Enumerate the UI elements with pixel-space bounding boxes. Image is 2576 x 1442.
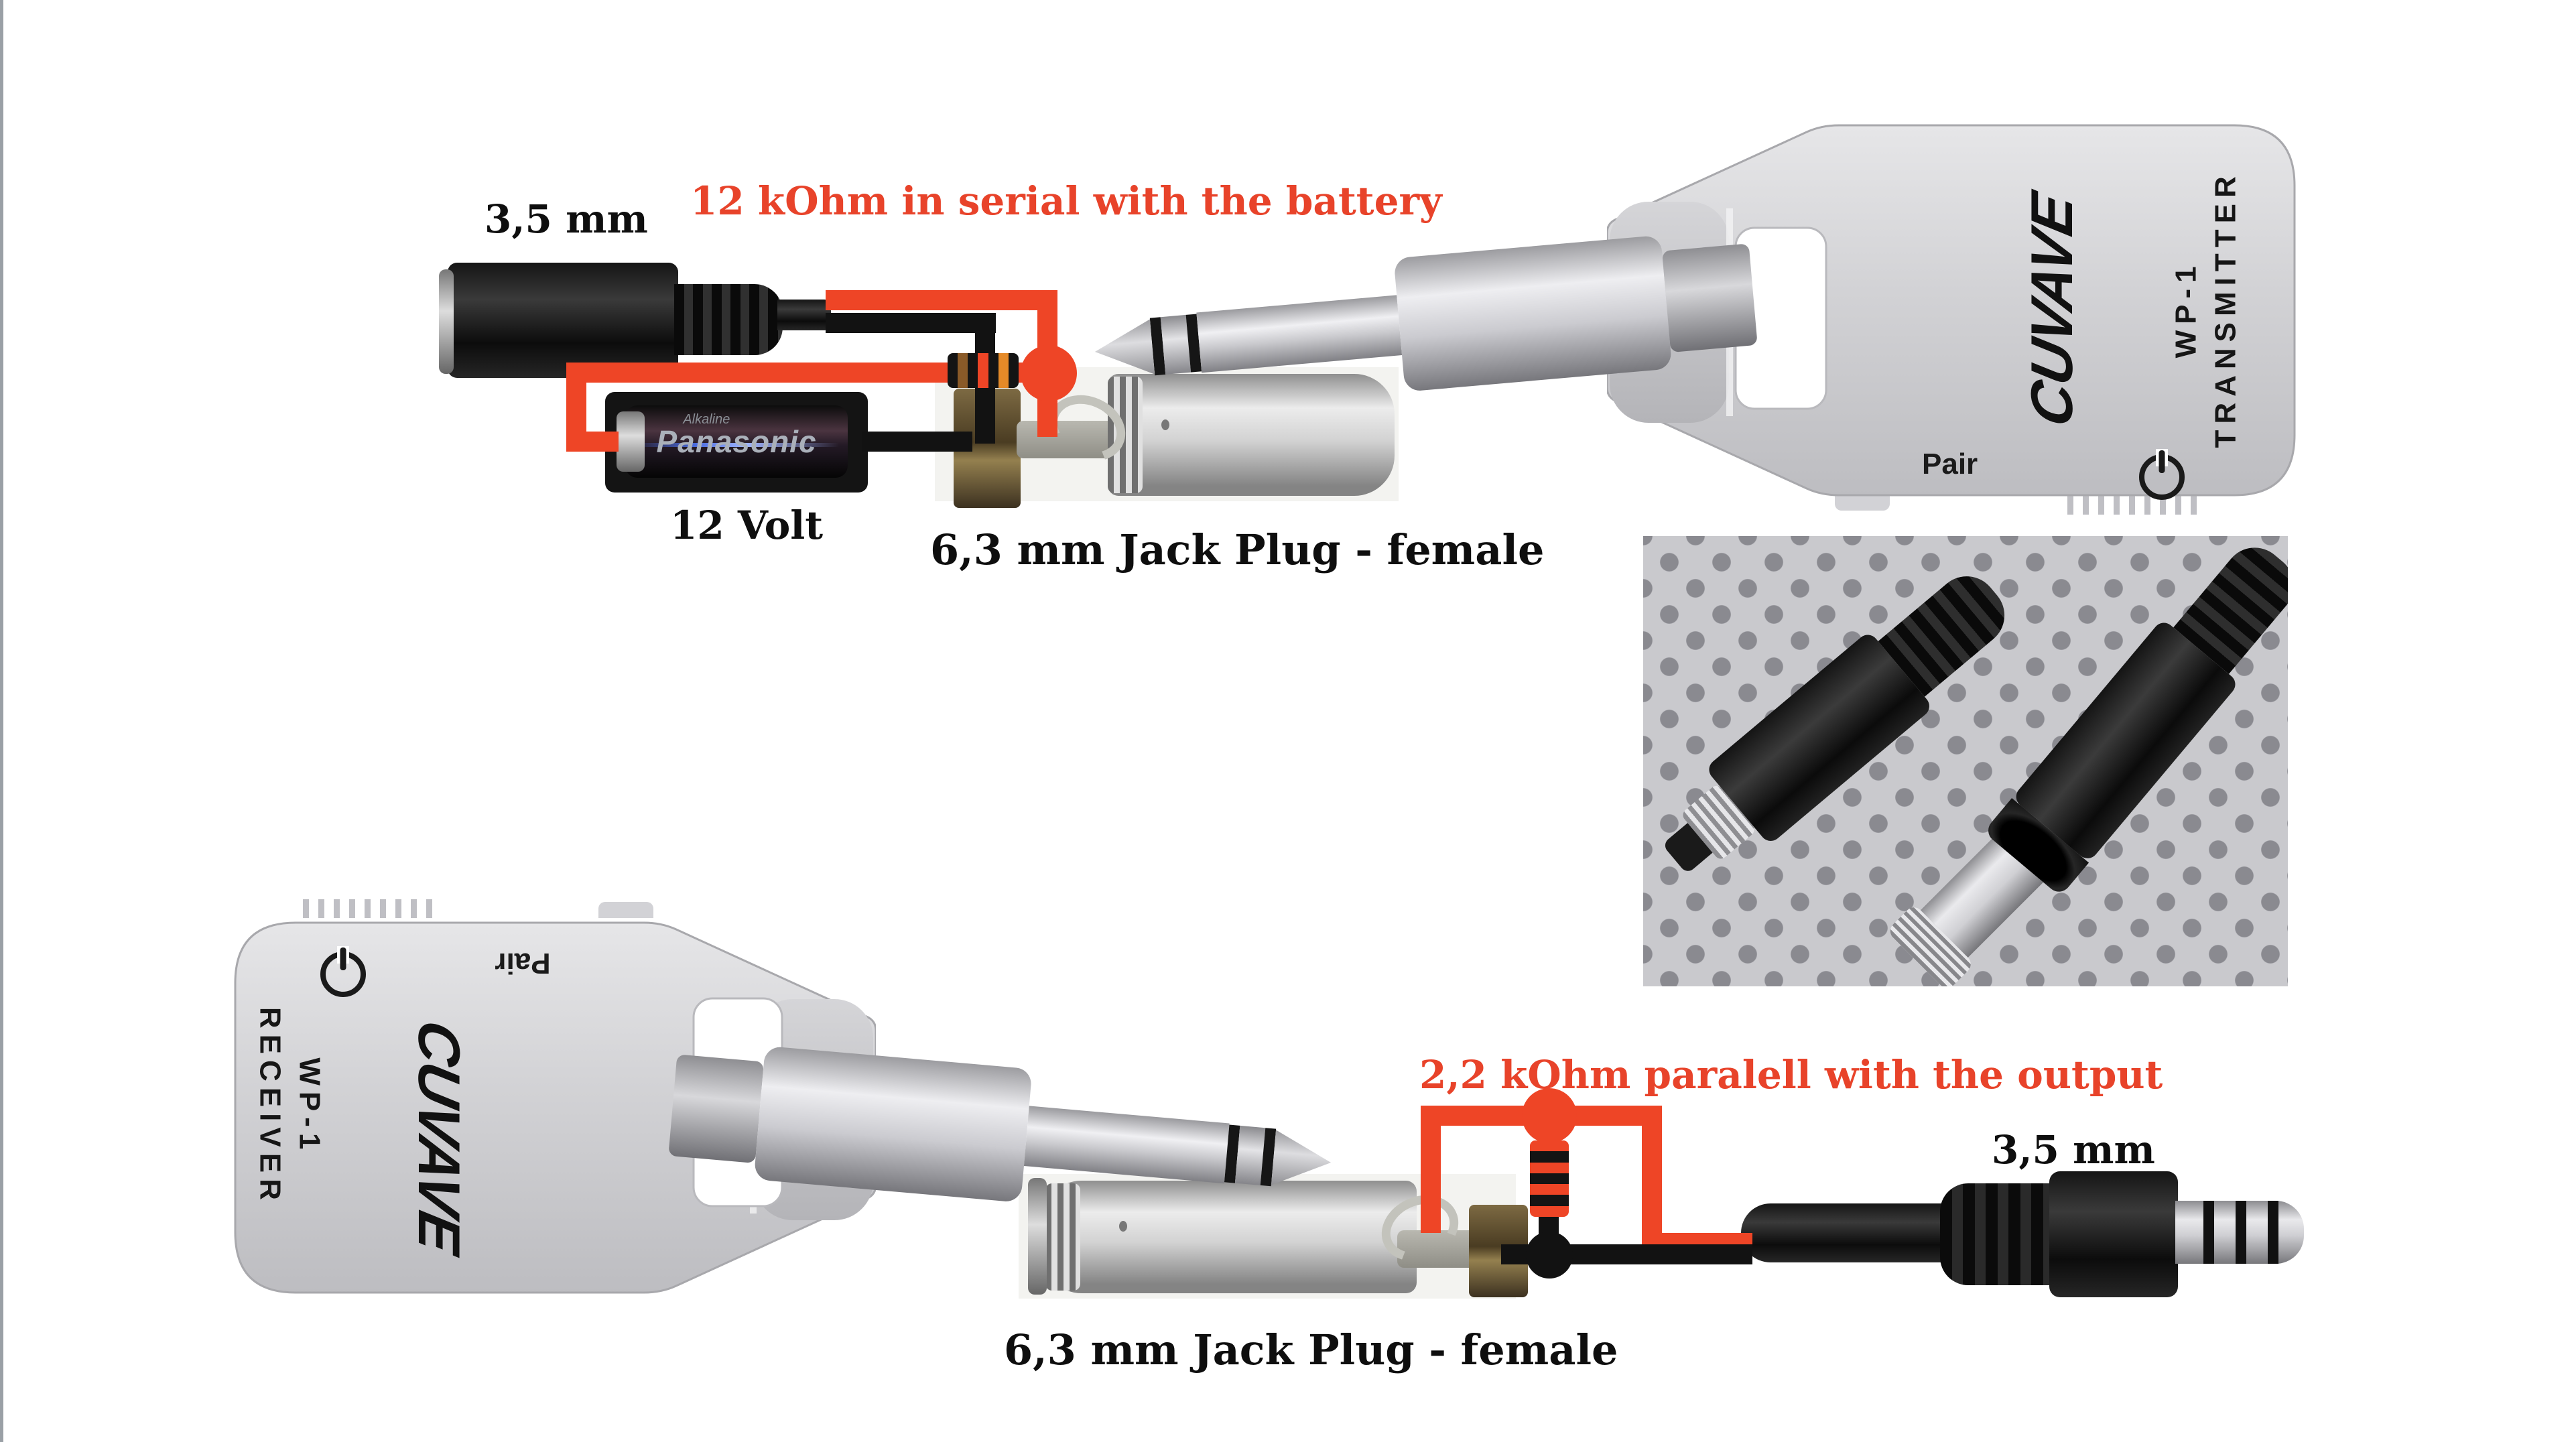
- wire-red-down: [1642, 1106, 1662, 1252]
- receiver-contact-serrations: [303, 899, 440, 918]
- plug-barrel-receiver: [753, 1045, 1033, 1203]
- jack63-vent-hole-top: [1161, 419, 1169, 430]
- junction-dot-top: [1021, 345, 1077, 401]
- annotation-serial-resistor: 12 kOhm in serial with the battery: [690, 178, 1442, 224]
- wire-black-battery-to-lug: [862, 432, 972, 452]
- resistor-12k-band-brown: [958, 353, 968, 388]
- wire-red-junction-to-tip: [1037, 395, 1057, 437]
- receiver-side-button: [598, 902, 653, 918]
- resistor-12k: [948, 353, 1019, 388]
- wire-red-battery-stub: [566, 432, 619, 452]
- resistor-12k-body: [948, 353, 958, 388]
- transmitter-brand-logo: CUVAVE: [2018, 188, 2085, 432]
- jack63-threads-bottom: [1045, 1183, 1080, 1291]
- resistor-2k2-body: [1530, 1162, 1569, 1173]
- jack63-solder-pin-top: [1017, 421, 1118, 458]
- receiver-brand-logo: CUVAVE: [406, 1014, 472, 1258]
- plug-barrel-transmitter: [1393, 235, 1673, 392]
- inset-empty-housing: [1983, 536, 2288, 897]
- annotation-parallel-resistor: 2,2 kOhm paralell with the output: [1419, 1052, 2163, 1098]
- photo-panel-jack63-bottom: [1019, 1174, 1528, 1299]
- plug-shaft-receiver: [1023, 1106, 1230, 1184]
- plug35-ring: [2203, 1201, 2214, 1264]
- plug35-strain-relief: [1940, 1183, 2054, 1285]
- jack35-female-strain-relief: [674, 284, 783, 355]
- wire-black-jack-horizontal: [826, 313, 996, 333]
- transmitter-role: TRANSMITTER: [2209, 170, 2242, 448]
- photo-panel-jack63-top: [935, 367, 1399, 508]
- transmitter-contact-serrations: [2067, 496, 2201, 515]
- receiver-model: WP-1: [293, 1057, 326, 1156]
- battery-type: Alkaline: [683, 412, 730, 427]
- label-35mm-top: 3,5 mm: [485, 196, 648, 242]
- transmitter-model: WP-1: [2169, 260, 2203, 358]
- resistor-2k2: [1530, 1140, 1569, 1217]
- battery-positive-cap: [617, 411, 645, 472]
- label-63mm-jack-top: 6,3 mm Jack Plug - female: [930, 525, 1545, 574]
- resistor-2k2-band: [1530, 1151, 1569, 1163]
- battery-12v: Alkaline Panasonic: [625, 405, 848, 478]
- junction-dot-bottom: [1522, 1088, 1577, 1143]
- jack63-barrel-bottom: [1041, 1181, 1417, 1293]
- jack35-female-body: [448, 263, 678, 378]
- plug-swivel-neck-transmitter: [1661, 243, 1758, 353]
- plug-shaft-transmitter: [1196, 295, 1403, 373]
- transmitter-side-button: [1835, 495, 1890, 511]
- label-35mm-bottom: 3,5 mm: [1992, 1127, 2155, 1173]
- plug35-ring: [2236, 1201, 2246, 1264]
- plug35-ring: [2268, 1201, 2278, 1264]
- resistor-12k-band-red: [978, 353, 988, 388]
- wire-red-jack-horizontal: [826, 290, 1057, 310]
- plug-swivel-neck-receiver: [668, 1054, 765, 1164]
- receiver-model-label: WP-1 RECEIVER: [250, 966, 330, 1247]
- battery-brand: Panasonic: [656, 424, 817, 459]
- wire-red-battery-top: [566, 363, 955, 383]
- jack35-female-cable: [777, 300, 831, 330]
- receiver-pair-label: Pair: [495, 947, 551, 980]
- wire-red-tip-vertical: [1421, 1118, 1441, 1233]
- transmitter-pair-label: Pair: [1922, 448, 1978, 480]
- jack63-vent-hole-bottom: [1119, 1221, 1127, 1232]
- jack63-barrel-top: [1108, 374, 1395, 496]
- label-63mm-jack-bottom: 6,3 mm Jack Plug - female: [1004, 1325, 1618, 1374]
- power-icon: [320, 952, 366, 997]
- inset-housing-body: [2012, 618, 2240, 863]
- junction-dot-black: [1526, 1232, 1573, 1279]
- left-edge-line: [0, 0, 3, 1442]
- power-icon: [2139, 454, 2185, 500]
- plug-tip-cone-transmitter: [1092, 318, 1155, 381]
- jack35-female-ring: [439, 269, 454, 374]
- plug35-cable: [1741, 1203, 1952, 1262]
- receiver-role: RECEIVER: [253, 1006, 286, 1206]
- jack63-threads-top: [1108, 377, 1143, 493]
- plug-tip-cone-receiver: [1271, 1129, 1334, 1191]
- plug35-body: [2049, 1171, 2178, 1297]
- resistor-12k-band-orange: [998, 353, 1009, 388]
- transmitter-model-label: WP-1 TRANSMITTER: [2167, 168, 2246, 450]
- label-12-volt: 12 Volt: [670, 503, 824, 548]
- inset-photo-jack-parts: [1643, 536, 2288, 986]
- jack63-flange-bottom: [1028, 1178, 1047, 1295]
